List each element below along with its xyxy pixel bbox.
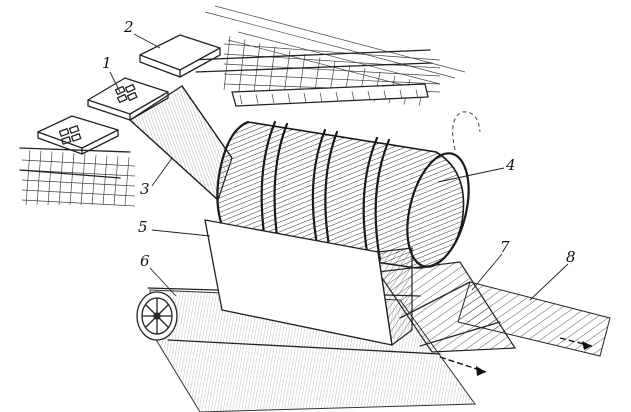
flow-arrow-belt — [439, 356, 487, 376]
stand-5 — [204, 219, 413, 347]
input-conveyor-lower — [19, 147, 136, 207]
svg-text:5: 5 — [138, 218, 148, 236]
svg-text:7: 7 — [500, 238, 510, 256]
svg-text:4: 4 — [505, 156, 516, 174]
svg-text:1: 1 — [102, 54, 112, 72]
svg-text:3: 3 — [140, 180, 150, 198]
svg-text:2: 2 — [123, 18, 134, 36]
drum-4 — [216, 120, 470, 269]
callout-4: 4 — [437, 156, 516, 183]
tray-2 — [139, 34, 221, 78]
callout-7: 7 — [471, 238, 510, 291]
svg-text:6: 6 — [140, 252, 150, 270]
svg-text:8: 8 — [566, 248, 576, 266]
tray-lower — [37, 115, 119, 155]
callout-1: 1 — [102, 54, 121, 93]
callout-2: 2 — [123, 18, 161, 49]
callout-6: 6 — [140, 252, 177, 297]
dashed-hint — [452, 111, 481, 151]
callout-8: 8 — [529, 248, 576, 301]
flow-arrow-output — [559, 337, 593, 350]
callout-5: 5 — [138, 218, 211, 237]
overhead-conveyor-strip — [189, 49, 433, 107]
callout-3: 3 — [140, 157, 173, 198]
